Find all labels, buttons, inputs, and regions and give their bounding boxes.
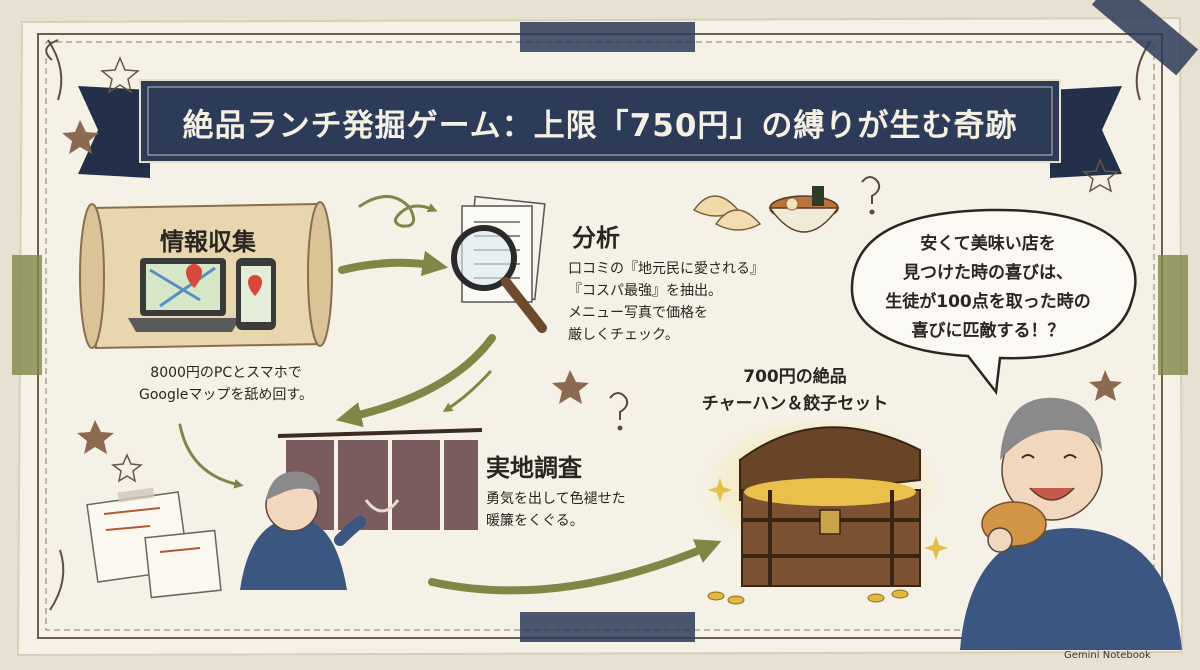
step-line: Googleマップを舐め回す。 (139, 387, 313, 403)
laptop-icon (128, 258, 240, 332)
question-mark-icon (609, 176, 881, 431)
result-caption: 700円の絶品 チャーハン＆餃子セット (680, 364, 910, 418)
title-banner (78, 79, 1122, 178)
step-line: 8000円のPCとスマホで (150, 365, 302, 381)
speech-bubble-text: 安くて美味い店を 見つけた時の喜びは、 生徒が100点を取った時の 喜びに匹敵す… (858, 230, 1118, 346)
result-line: 700円の絶品 (743, 367, 847, 387)
step-line: 暖簾をくぐる。 (486, 513, 584, 529)
step-line: 厳しくチェック。 (568, 327, 679, 343)
map-pin-icon (186, 264, 202, 288)
step-line: メニュー写真で価格を (568, 305, 708, 321)
tape-top (520, 22, 695, 52)
bubble-line: 生徒が100点を取った時の (885, 292, 1091, 312)
arrow-analyze-to-survey (336, 334, 496, 428)
sparkle-icon (708, 478, 948, 560)
step-heading-survey: 実地調査 (486, 454, 582, 482)
flow-arrows (178, 195, 722, 595)
tape-bottom (520, 612, 695, 642)
gyoza-icon (692, 195, 762, 231)
arrow-small-down (442, 370, 492, 413)
step-line: 『コスパ最強』を抽出。 (568, 283, 722, 299)
bubble-line: 見つけた時の喜びは、 (903, 263, 1073, 283)
person-entering-illustration (240, 471, 366, 590)
tape-corner (1091, 0, 1199, 76)
step-line: 勇気を出して色褪せた (486, 491, 626, 507)
ramen-bowl-icon (768, 186, 840, 233)
step-line: 口コミの『地元民に愛される』 (568, 261, 764, 277)
tape-right (1158, 255, 1188, 375)
man-eating-illustration (960, 397, 1182, 650)
smartphone-icon (236, 258, 276, 330)
magnifier-icon (451, 225, 547, 333)
treasure-chest-illustration (700, 416, 940, 605)
result-line: チャーハン＆餃子セット (701, 394, 889, 414)
arrow-small-left (178, 423, 244, 489)
page-title: 絶品ランチ発掘ゲーム：上限「750円」の縛りが生む奇跡 (182, 108, 1018, 144)
step-heading-collect: 情報収集 (160, 228, 256, 256)
notes-illustration (86, 487, 222, 599)
step-description-survey: 勇気を出して色褪せた 暖簾をくぐる。 (486, 488, 626, 532)
step-heading-analyze: 分析 (572, 224, 620, 252)
step-description-analyze: 口コミの『地元民に愛される』 『コスパ最強』を抽出。 メニュー写真で価格を 厳し… (568, 258, 764, 346)
footer-brand: Gemini Notebook (1064, 650, 1151, 661)
step-description-collect: 8000円のPCとスマホで Googleマップを舐め回す。 (108, 362, 344, 406)
tape-left (12, 255, 42, 375)
arrow-survey-to-result (428, 539, 722, 595)
star-icon (62, 56, 1122, 483)
arrow-collect-to-analyze (338, 250, 449, 277)
bubble-line: 安くて美味い店を (920, 234, 1056, 254)
bubble-line: 喜びに匹敵する！？ (911, 321, 1065, 341)
arrow-swirl (358, 195, 438, 228)
speech-bubble (850, 208, 1137, 396)
